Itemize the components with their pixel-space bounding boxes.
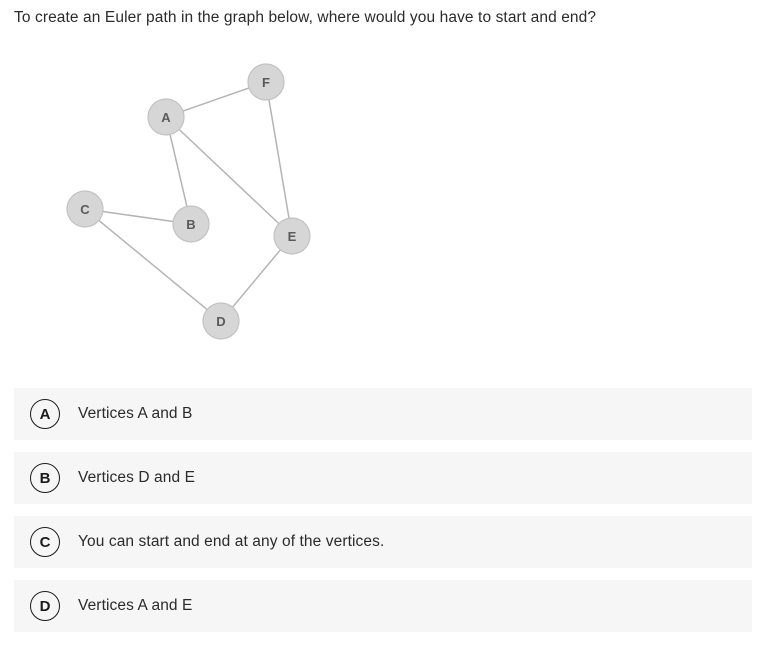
graph-node-c: C (66, 190, 104, 228)
graph-node-label-f: F (262, 75, 270, 90)
graph-node-label-c: C (80, 202, 90, 217)
option-marker-d[interactable]: D (30, 591, 60, 621)
graph-node-label-e: E (288, 229, 297, 244)
question-text: To create an Euler path in the graph bel… (14, 9, 597, 26)
option-label-c: You can start and end at any of the vert… (78, 533, 385, 550)
graph-node-circle-b (172, 205, 210, 243)
options-list: A Vertices A and B B Vertices D and E C You c… (14, 388, 752, 644)
option-marker-a[interactable]: A (30, 399, 60, 429)
graph-node-label-a: A (161, 110, 171, 125)
graph-node-circle-e (273, 217, 311, 255)
option-label-a: Vertices A and B (78, 405, 193, 422)
graph-edge-d-e (231, 249, 282, 308)
option-row-a[interactable]: A Vertices A and B (14, 388, 752, 440)
option-marker-c[interactable]: C (30, 527, 60, 557)
graph-node-label-d: D (216, 314, 225, 329)
graph-figure: A F C B E D (0, 44, 400, 374)
graph-node-circle-a (147, 98, 185, 136)
graph-edge-c-d (98, 219, 208, 311)
option-marker-b[interactable]: B (30, 463, 60, 493)
graph-svg: A F C B E D (66, 63, 311, 340)
graph-edge-a-f (182, 87, 250, 112)
option-label-d: Vertices A and E (78, 597, 193, 614)
graph-node-e: E (273, 217, 311, 255)
graph-node-group: A F C B E D (66, 63, 311, 340)
graph-edge-group (98, 87, 290, 311)
graph-node-label-b: B (186, 217, 195, 232)
graph-node-d: D (202, 302, 240, 340)
graph-node-circle-d (202, 302, 240, 340)
graph-node-f: F (247, 63, 285, 101)
option-row-d[interactable]: D Vertices A and E (14, 580, 752, 632)
option-row-c[interactable]: C You can start and end at any of the ver… (14, 516, 752, 568)
graph-edge-f-e (268, 99, 290, 219)
graph-node-circle-f (247, 63, 285, 101)
graph-node-b: B (172, 205, 210, 243)
graph-edge-c-b (102, 210, 174, 223)
option-label-b: Vertices D and E (78, 469, 196, 486)
option-row-b[interactable]: B Vertices D and E (14, 452, 752, 504)
graph-node-a: A (147, 98, 185, 136)
graph-edge-a-b (169, 134, 188, 207)
graph-node-circle-c (66, 190, 104, 228)
graph-edge-a-e (178, 128, 280, 225)
